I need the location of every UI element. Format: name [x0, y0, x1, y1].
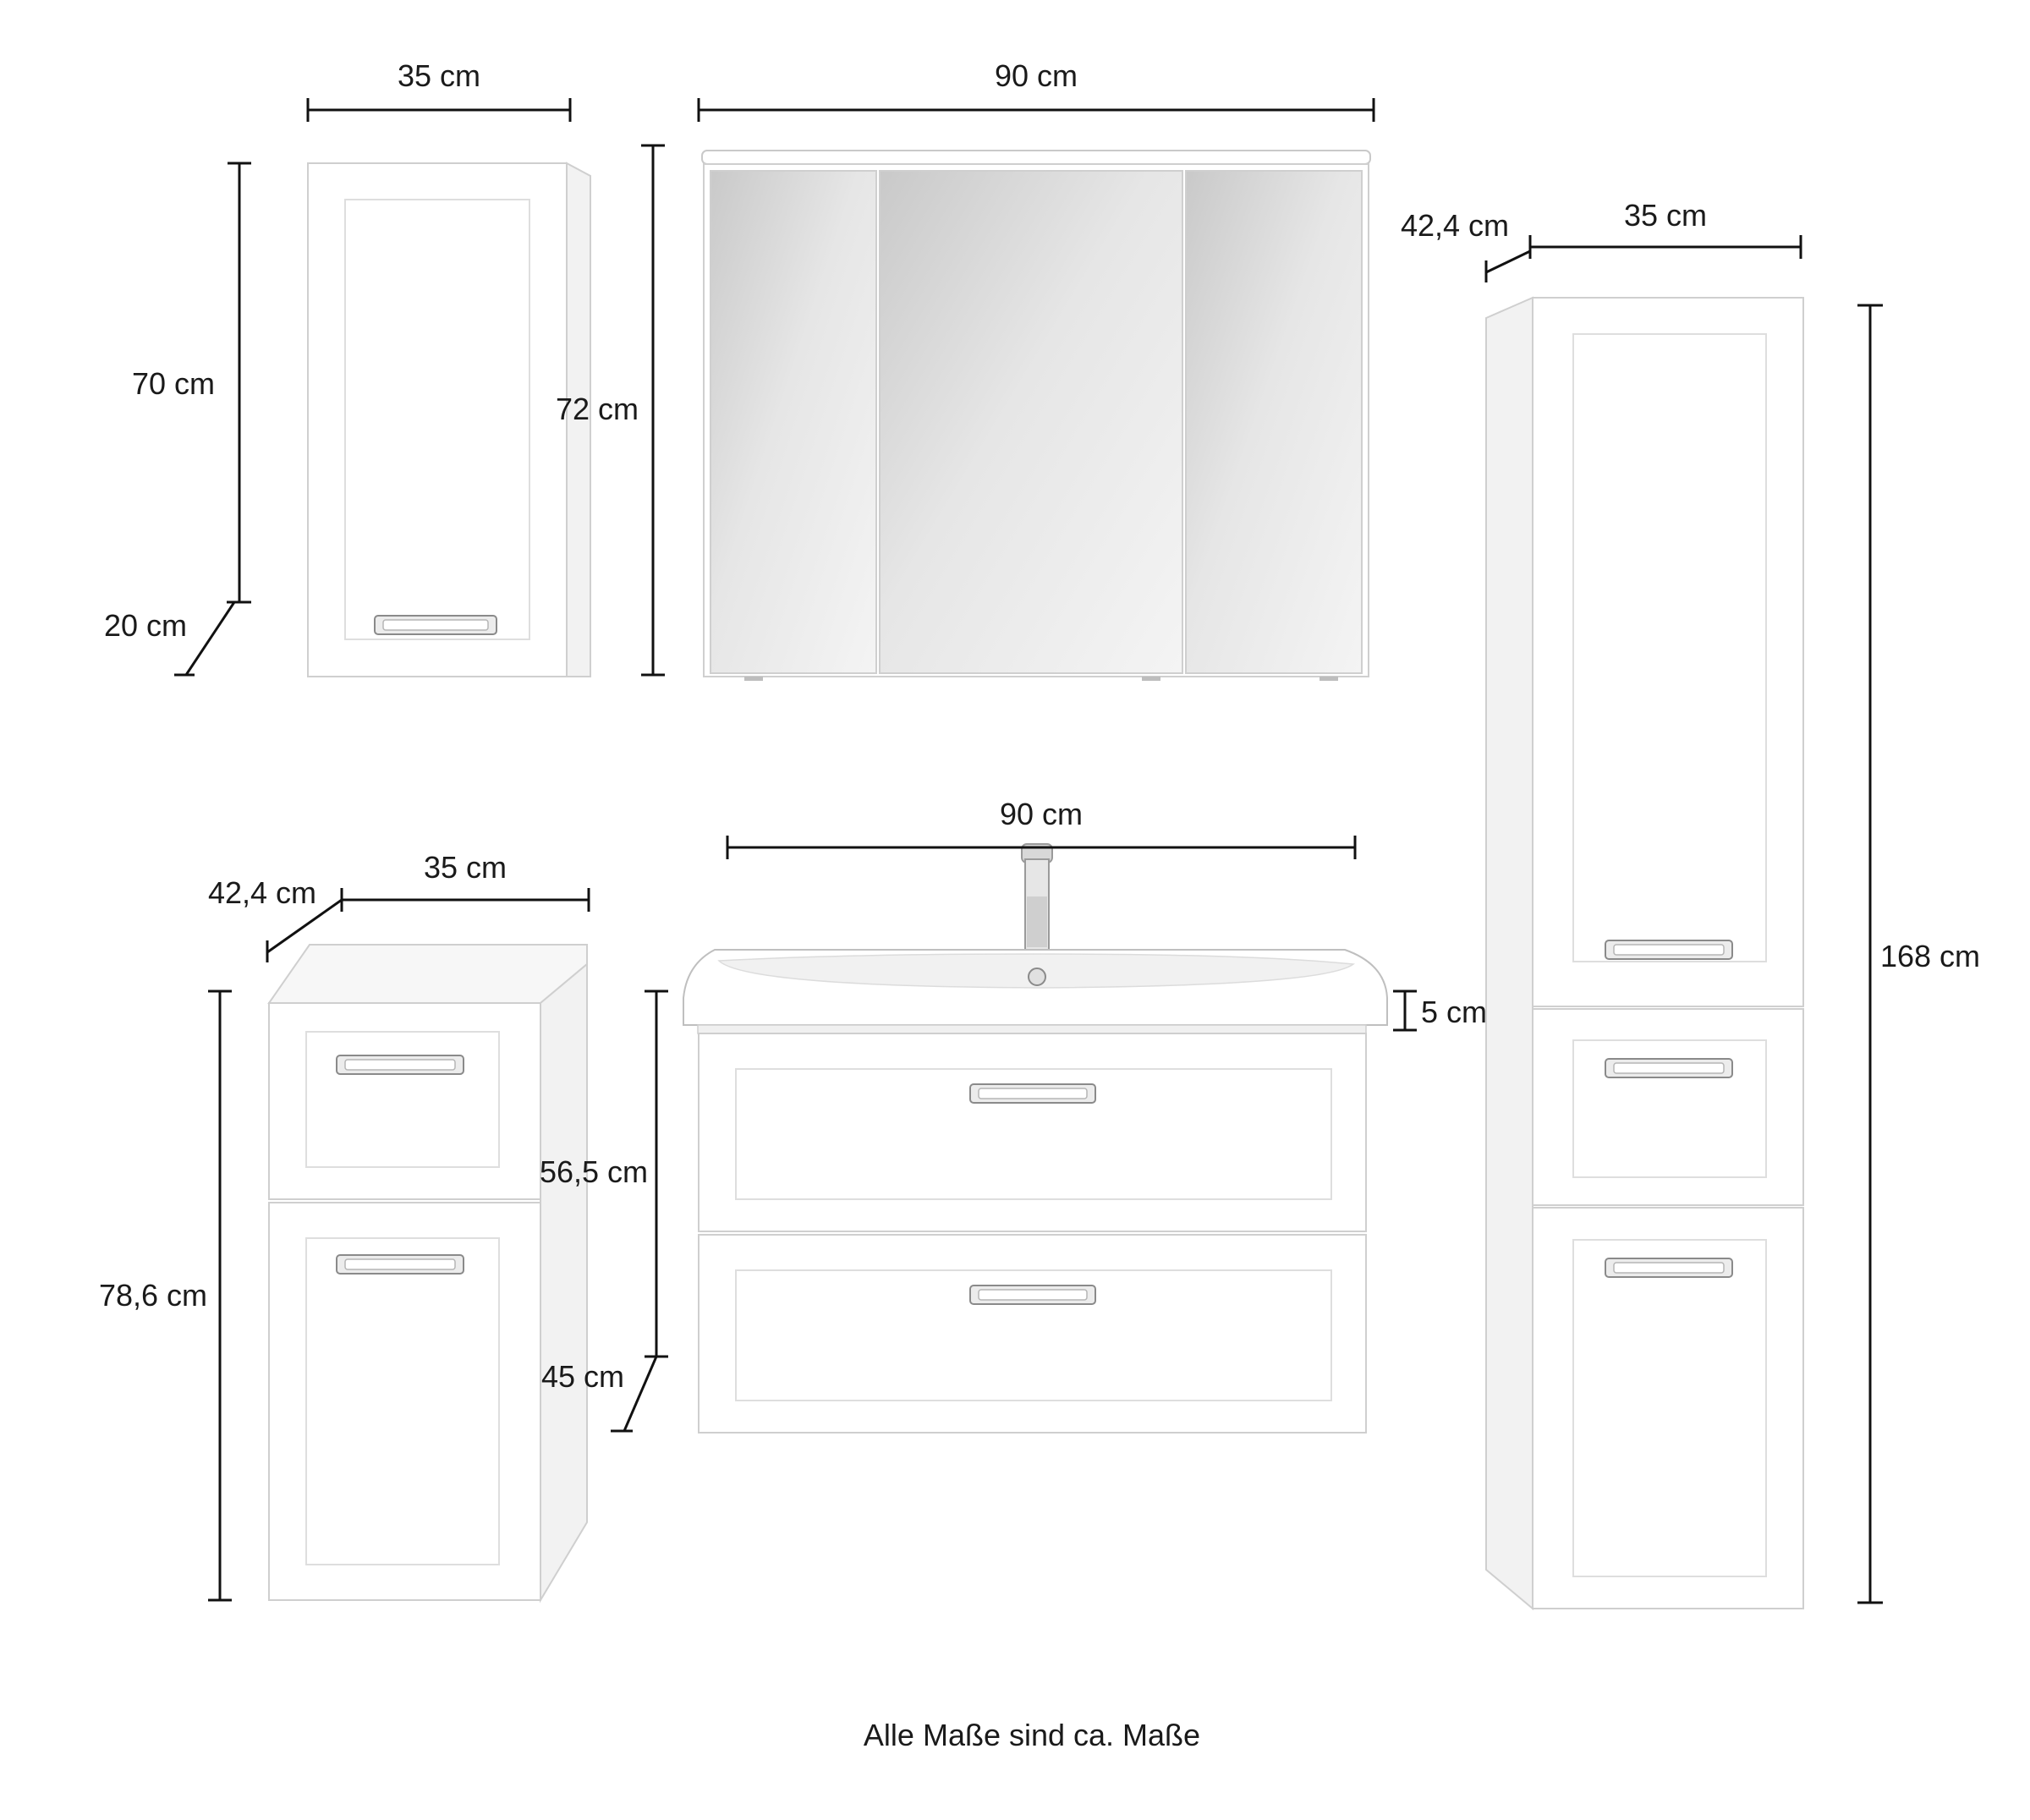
wall-cabinet-height-label: 70 cm [132, 366, 215, 401]
mirror-cabinet-width-dimension: 90 cm [697, 58, 1375, 122]
vanity-width-dimension: 90 cm [726, 797, 1357, 859]
wall-cabinet-depth-dimension: 20 cm [104, 600, 245, 677]
mirror-door-left [710, 170, 877, 674]
base-cabinet-drawer-handle [336, 1055, 464, 1075]
base-cabinet-depth-dimension: 42,4 cm [208, 875, 343, 962]
vanity-basin-height-label: 5 cm [1421, 995, 1487, 1029]
mirror-door-center [879, 170, 1183, 674]
tall-cabinet-depth-label: 42,4 cm [1401, 208, 1509, 243]
wall-cabinet-width-dimension: 35 cm [306, 58, 572, 122]
mirror-door-right [1185, 170, 1363, 674]
tall-cabinet [1485, 296, 1804, 1611]
vanity-height-dimension: 56,5 cm [540, 989, 668, 1358]
mirror-cabinet-height-dimension: 72 cm [556, 144, 665, 677]
tall-cabinet-width-label: 35 cm [1624, 198, 1707, 233]
footer-note: Alle Maße sind ca. Maße [864, 1718, 1200, 1752]
tall-cabinet-width-dimension: 35 cm [1528, 198, 1802, 259]
overflow-hole [1028, 968, 1046, 986]
vanity-width-label: 90 cm [1000, 797, 1083, 831]
wall-cabinet-handle [374, 615, 497, 635]
tall-cabinet-depth-dimension: 42,4 cm [1401, 208, 1531, 282]
vanity-upper-drawer [698, 1033, 1367, 1232]
vanity-depth-dimension: 45 cm [541, 1356, 658, 1433]
mirror-cabinet-light-strip [701, 150, 1371, 165]
tall-cabinet-height-dimension: 168 cm [1857, 304, 1980, 1604]
base-cabinet-height-label: 78,6 cm [99, 1278, 207, 1313]
base-cabinet-width-dimension: 35 cm [340, 850, 590, 912]
tall-cabinet-height-label: 168 cm [1880, 939, 1980, 973]
mirror-cabinet-height-label: 72 cm [556, 392, 639, 426]
base-cabinet-top [267, 944, 588, 1004]
vanity-basin-height-dimension: 5 cm [1393, 989, 1487, 1032]
vanity-height-label: 56,5 cm [540, 1154, 648, 1189]
tall-cabinet-drawer [1532, 1008, 1804, 1206]
tall-cabinet-lower-door-handle [1605, 1258, 1733, 1278]
tall-cabinet-upper-door-handle [1605, 940, 1733, 960]
wall-cabinet-width-label: 35 cm [398, 58, 480, 93]
vanity-upper-drawer-handle [969, 1083, 1096, 1104]
mirror-cabinet-width-label: 90 cm [995, 58, 1078, 93]
base-cabinet-door-handle [336, 1254, 464, 1275]
vanity-lower-drawer-handle [969, 1285, 1096, 1305]
mirror-cabinet [701, 150, 1371, 681]
vanity-lower-drawer [698, 1234, 1367, 1434]
wall-cabinet-depth-label: 20 cm [104, 608, 187, 643]
base-cabinet-depth-label: 42,4 cm [208, 875, 316, 910]
wall-cabinet-height-dimension: 70 cm [132, 162, 251, 604]
vanity-depth-label: 45 cm [541, 1359, 624, 1394]
vanity [683, 843, 1388, 1434]
base-cabinet-width-label: 35 cm [424, 850, 507, 885]
base-cabinet-height-dimension: 78,6 cm [99, 989, 232, 1602]
base-cabinet [267, 944, 588, 1603]
wall-cabinet [307, 162, 591, 677]
tall-cabinet-drawer-handle [1605, 1058, 1733, 1078]
faucet [1021, 843, 1053, 953]
